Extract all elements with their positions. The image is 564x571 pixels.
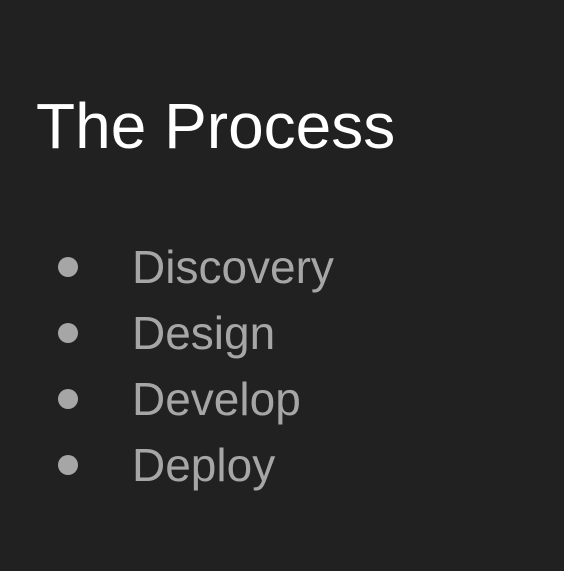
bullet-dot-icon: [58, 257, 78, 277]
bullet-item: Design: [56, 300, 275, 366]
bullet-item: Discovery: [56, 234, 334, 300]
slide-title: The Process: [36, 90, 396, 162]
bullet-item: Develop: [56, 366, 301, 432]
bullet-label: Develop: [132, 373, 301, 425]
bullet-label: Discovery: [132, 241, 334, 293]
bullet-dot-icon: [58, 455, 78, 475]
bullet-label: Design: [132, 307, 276, 359]
bullet-dot-icon: [58, 323, 78, 343]
bullet-dot-icon: [58, 389, 78, 409]
bullet-label: Deploy: [132, 439, 276, 491]
bullet-list: Discovery Design Develop Deploy: [56, 234, 334, 498]
bullet-item: Deploy: [56, 432, 275, 498]
